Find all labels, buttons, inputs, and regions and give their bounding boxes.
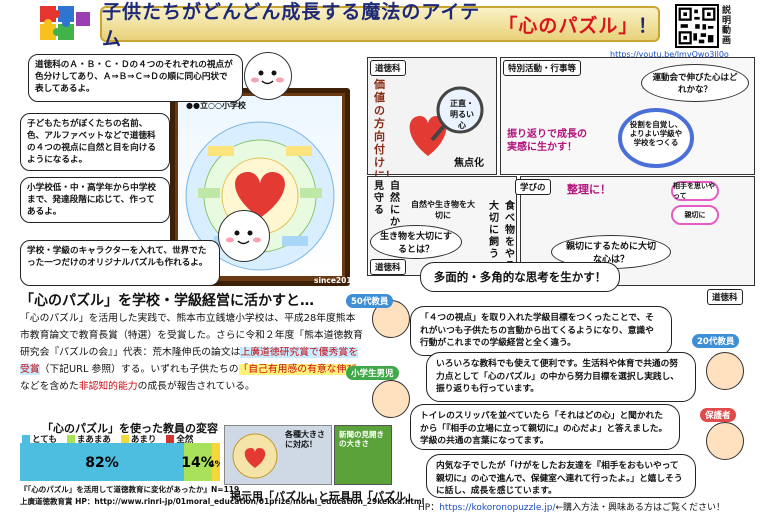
voice-quote-2: いろいろな教科でも使えて便利です。生活科や体育で共通の努力点として「心のパズル」… (426, 352, 696, 402)
legend-item: 全然 (166, 433, 193, 445)
panel-moral-focus: 道徳科 価値の方向付けに！ 正直・明るい心 焦点化 (367, 57, 497, 182)
mascot-character-2 (218, 210, 270, 262)
school-name: ●●立○○小学校 (186, 101, 246, 110)
award-url[interactable]: 上廣道徳教育賞 HP：http://www.rinri-jp/01moral_e… (20, 497, 425, 506)
body-text-4: の成長が報告されている。 (137, 381, 255, 392)
panel4-ring2: 親切に (671, 205, 719, 225)
panel4-care: 大切に飼う (489, 201, 499, 260)
photo2-label: 新聞の見開きの大きさ (339, 430, 384, 448)
legend-swatch (120, 435, 129, 443)
title-end: ！ (637, 14, 658, 37)
voice-quote-4: 内気な子でしたが「けがをしたお友達を『相手をおもいやって親切に』の心で進んで、保… (426, 454, 696, 498)
voice-quote-1: 「４つの視点」を取り入れた学級目標をつくったことで、それがいつも子供たちの言動か… (410, 306, 672, 356)
panel2-question: 運動会で伸びた心はどれかな？ (641, 64, 749, 102)
hp-label: HP： (418, 503, 440, 513)
panel1-tag: 道徳科 (370, 60, 406, 76)
legend-item: とても (22, 433, 57, 445)
legend-label: まあまあ (76, 435, 111, 445)
panel2-tag: 特別活動・行事等 (503, 60, 582, 76)
legend-swatch (166, 435, 175, 443)
puzzle-logo (40, 6, 90, 40)
title-main: 子供たちがどんどん成長する魔法のアイテム (102, 1, 481, 50)
title-emphasis: 「心のパズル」 (498, 14, 639, 37)
puzzle-photo-poster: 各種大きさに対応！ (224, 425, 332, 485)
highlight-noncognitive: 非認知的能力 (78, 381, 138, 392)
panel3-center: 自然や生き物を大切に (411, 200, 475, 220)
panel-living-things: 見守る 自然にかえす 自然や生き物を大切に 生き物を大切にするとは？ 道徳科 (367, 176, 517, 276)
panel4-title: 整理に！ (567, 183, 611, 196)
legend-label: とても (32, 435, 57, 445)
panel-special-activities: 特別活動・行事等 運動会で伸びた心はどれかな？ 振り返りで成長の実感に生かす！ … (500, 57, 755, 175)
section-heading: 「心のパズル」を学校・学級経営に活かすと… (20, 293, 314, 309)
body-text-1: 「心のパズル」を活用した実践で、熊本市立銭塘小学校は、平成28年度熊本市教育論文… (20, 313, 363, 358)
page-title: 子供たちがどんどん成長する魔法のアイテム 「心のパズル」 ！ (100, 1, 660, 50)
legend-item: まあまあ (66, 433, 111, 445)
speech-bubble-names: 子どもたちがぼくたちの名前、色、アルファベットなどで道徳科の４つの視点に自然と目… (20, 113, 170, 171)
teacher-20s-avatar (706, 352, 744, 390)
body-text-2: （下記URL 参照）する。いずれも子供たちの (39, 364, 239, 375)
section-body: 「心のパズル」を活用した実践で、熊本市立銭塘小学校は、平成28年度熊本市教育論文… (20, 310, 365, 395)
panel3-tag: 道徳科 (370, 259, 406, 275)
student-avatar (372, 380, 410, 418)
photo-caption: 掲示用「パズル」と玩具用「パズル」 (230, 490, 417, 503)
panel4-ring1: 相手を思いやって (671, 181, 719, 201)
panel4-tag: 学びの (515, 179, 551, 195)
voice-label-3: 小学生男児 (346, 366, 399, 380)
puzzle-photo-toy: 新聞の見開きの大きさ (334, 425, 392, 485)
panel3-question: 生き物を大切にするとは？ (370, 225, 462, 259)
panel4-tag2: 道徳科 (707, 289, 743, 305)
panel2-center: 役割を自覚し、よりよい学級や学校をつくる (629, 120, 683, 147)
legend-label: 全然 (176, 435, 194, 445)
voice-label-2: 20代教員 (692, 334, 740, 348)
legend-swatch (66, 435, 75, 443)
chart-bar-0 (20, 443, 184, 481)
chart-note: 『「心のパズル」を活用して道徳教育に変化があったか』N=119 (20, 485, 240, 494)
chart-bar-2 (212, 443, 220, 481)
speech-bubble-grades: 小学校低・中・高学年から中学校まで、発達段階に応じて、作ってあるよ。 (20, 177, 170, 223)
body-text-3: などを含めた (20, 381, 79, 392)
video-label: 説明動画 (722, 6, 732, 46)
panel2-caption: 振り返りで成長の実感に生かす！ (507, 129, 587, 153)
video-link[interactable]: https://youtu.be/lmvQwo3ll0o (610, 50, 729, 59)
panel1-caption: 価値の方向付けに！ (374, 78, 396, 182)
photo1-label: 各種大きさに対応！ (285, 430, 325, 449)
hp-link[interactable]: https://kokoronopuzzle.jp/ (439, 503, 556, 513)
chart-legend: とても まあまあ あまり 全然 (22, 433, 193, 445)
parent-avatar (706, 422, 744, 460)
voice-label-4: 保護者 (700, 408, 736, 422)
mascot-character (244, 52, 292, 100)
speech-bubble-viewpoints: 道徳科のＡ・Ｂ・Ｃ・Ｄの４つのそれぞれの視点が色分けしてあり、Ａ⇒Ｂ⇒Ｃ⇒Ｄの順… (28, 54, 243, 102)
legend-label: あまり (130, 435, 157, 445)
hp-note: ←購入方法・興味ある方はご覧ください！ (555, 503, 726, 513)
voice-quote-3: トイレのスリッパを並べていたら「それはどの心」と聞かれたから「『相手の立場に立っ… (410, 404, 680, 450)
multi-perspective-banner: 多面的・多角的な思考を生かす！ (420, 262, 620, 292)
qr-code-icon[interactable] (675, 4, 719, 48)
chart-title: 「心のパズル」を使った教員の変容 (42, 422, 218, 435)
speech-bubble-original: 学校・学級のキャラクターを入れて、世界でたった一つだけのオリジナルパズルも作れる… (20, 240, 220, 286)
since-label: since2018 (314, 276, 357, 285)
chart-value-label-2: 4% (208, 460, 220, 470)
panel3-watch: 見守る (374, 181, 384, 216)
voice-label-1: 50代教員 (346, 294, 394, 308)
highlight-usefulness: 「自己有用感の有意な伸び (238, 364, 357, 375)
panel1-value: 正直・明るい心 (450, 99, 474, 130)
homepage-line: HP：https://kokoronopuzzle.jp/←購入方法・興味ある方… (418, 500, 725, 513)
survey-chart: 82% 14%4% (20, 443, 220, 481)
panel1-focus: 焦点化 (454, 158, 484, 169)
chart-bar-1 (184, 443, 212, 481)
chart-value-label-0: 82% (85, 455, 119, 471)
legend-swatch (22, 435, 30, 443)
chart-value-label-1: 14% (181, 455, 215, 471)
legend-item: あまり (120, 433, 157, 445)
